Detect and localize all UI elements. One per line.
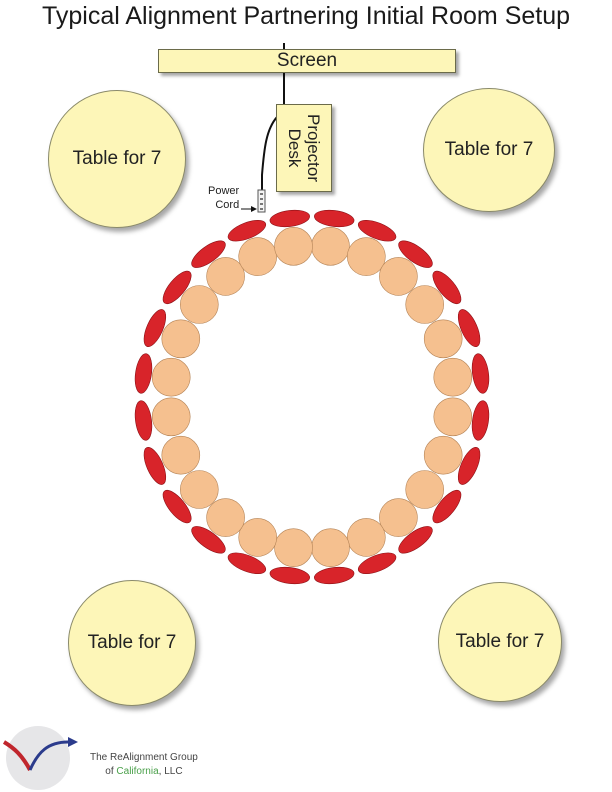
- realignment-logo-icon: [2, 726, 78, 790]
- participant: [405, 470, 445, 509]
- chair: [457, 447, 481, 485]
- table-top-left: Table for 7: [48, 90, 186, 228]
- participant: [346, 518, 386, 557]
- participant: [311, 528, 350, 568]
- seat-ring: [134, 209, 490, 585]
- participant: [423, 435, 463, 475]
- participant: [423, 319, 463, 359]
- participant: [161, 435, 201, 475]
- participant: [379, 498, 418, 537]
- participant: [346, 237, 386, 276]
- power-cord-arrowhead: [251, 206, 257, 212]
- participant: [151, 357, 191, 397]
- chair: [314, 566, 355, 585]
- chair: [357, 219, 397, 242]
- chair: [432, 489, 462, 524]
- participant: [180, 470, 219, 509]
- participant: [433, 397, 473, 437]
- chair: [134, 400, 153, 441]
- power-strip-outlets: [260, 193, 263, 210]
- table-bottom-left: Table for 7: [68, 580, 196, 706]
- chair: [227, 552, 267, 575]
- company-name: The ReAlignment Group of California, LLC: [90, 751, 198, 779]
- participant: [379, 257, 418, 296]
- participant: [274, 528, 313, 568]
- chair: [143, 447, 167, 485]
- chair: [269, 209, 310, 228]
- participant: [433, 357, 473, 397]
- participant: [151, 397, 191, 437]
- table-top-right: Table for 7: [423, 88, 555, 212]
- chair: [398, 526, 433, 554]
- participant: [238, 518, 278, 557]
- participant: [161, 319, 201, 359]
- projector-desk: Projector Desk: [276, 104, 332, 192]
- projection-screen: Screen: [158, 49, 456, 73]
- chair: [457, 309, 481, 347]
- participant: [274, 227, 313, 266]
- power-strip: [257, 189, 266, 213]
- company-name-line2: of California, LLC: [105, 766, 183, 777]
- chair: [471, 353, 490, 394]
- participant: [180, 285, 219, 324]
- chair: [398, 240, 433, 268]
- power-cord-label: Power Cord: [208, 185, 240, 211]
- company-name-line1: The ReAlignment Group: [90, 752, 198, 763]
- chair: [143, 309, 167, 347]
- power-cord-line: [261, 115, 279, 190]
- page-title: Typical Alignment Partnering Initial Roo…: [41, 2, 571, 30]
- chair: [269, 566, 310, 585]
- table-bottom-right: Table for 7: [438, 582, 562, 702]
- participant: [405, 285, 445, 324]
- chair: [227, 219, 267, 242]
- participant: [206, 257, 245, 296]
- participant: [311, 227, 350, 266]
- chair: [191, 526, 226, 554]
- participant: [238, 237, 278, 276]
- chair: [471, 400, 490, 441]
- chair: [191, 240, 226, 268]
- chair: [162, 489, 192, 524]
- chair: [134, 353, 153, 394]
- projector-desk-label: Projector Desk: [285, 113, 323, 183]
- chair: [162, 270, 192, 305]
- chair: [357, 552, 397, 575]
- participant: [206, 498, 245, 537]
- chair: [432, 270, 462, 305]
- chair: [314, 209, 355, 228]
